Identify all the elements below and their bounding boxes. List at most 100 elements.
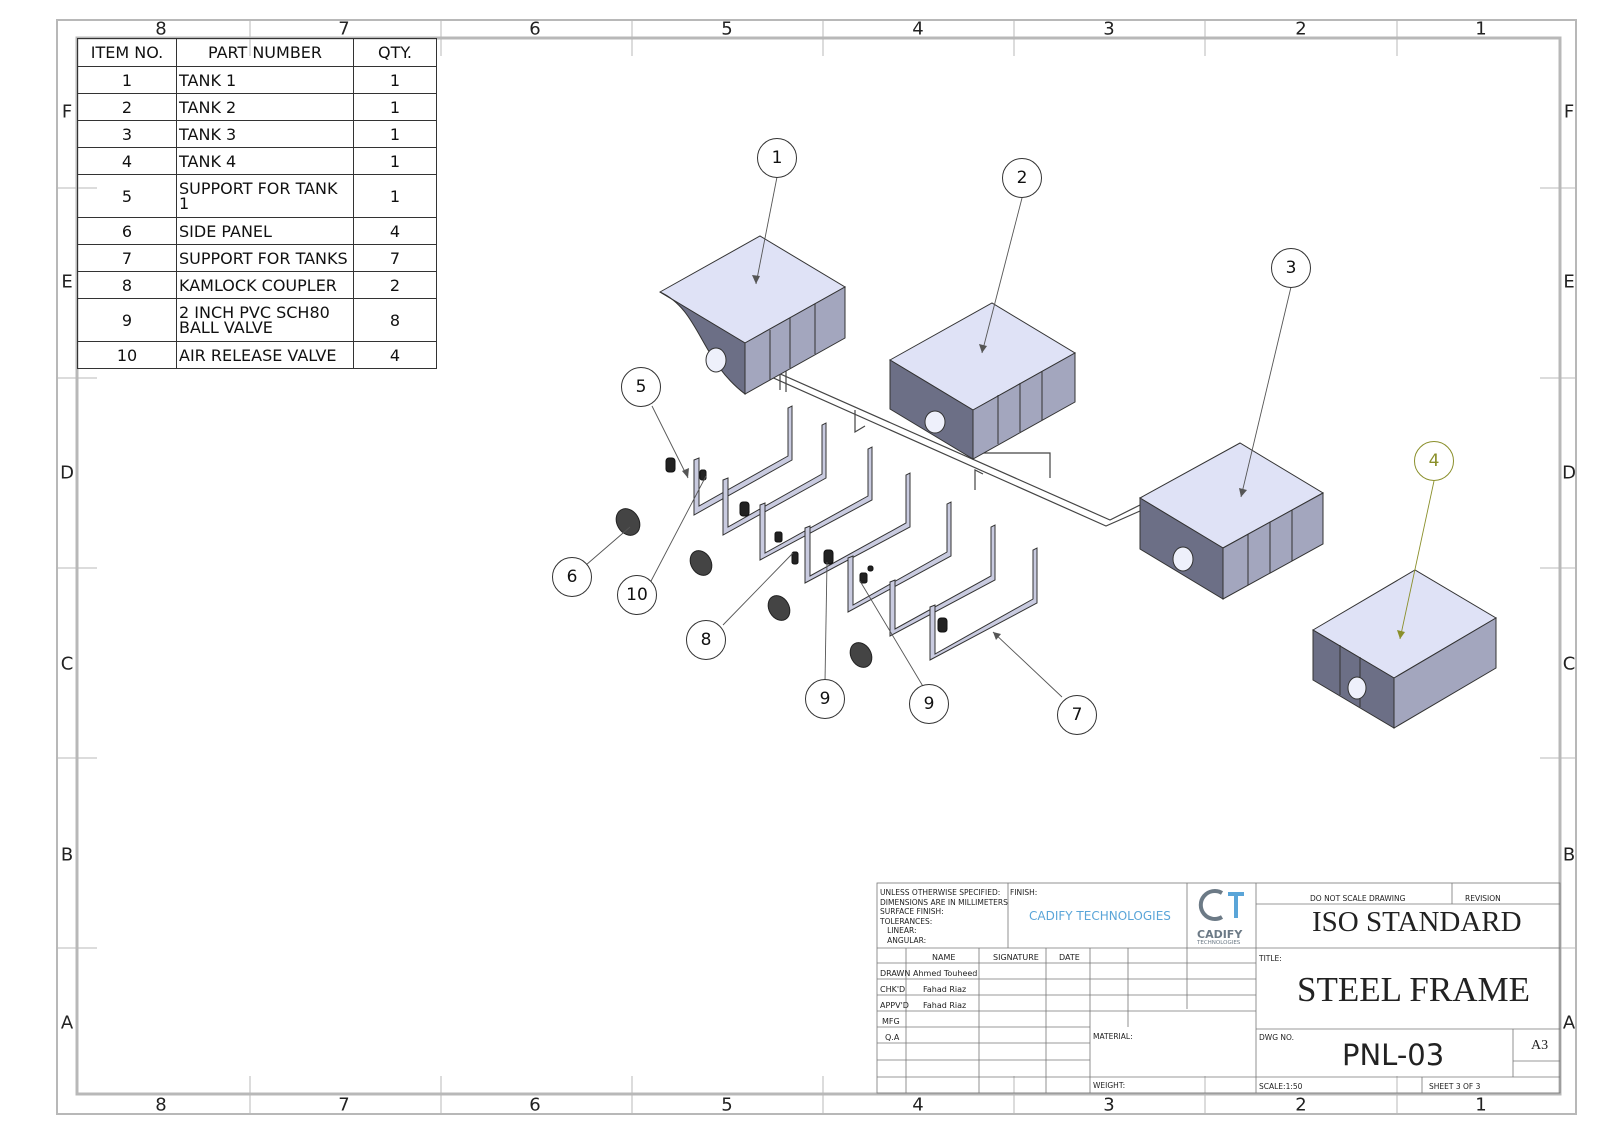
bom-item: 10 <box>77 341 177 369</box>
side-panels <box>615 508 873 668</box>
drawn-by-name: Ahmed Touheed <box>913 969 978 978</box>
zone-col-bottom-1: 1 <box>1475 1094 1487 1116</box>
zone-row-right-F: F <box>1563 101 1575 123</box>
bom-qty: 1 <box>353 147 437 175</box>
bom-header-part-number: PART NUMBER <box>176 38 354 67</box>
zone-row-right-E: E <box>1563 271 1575 293</box>
leader-lines <box>585 176 1435 698</box>
role-qa: Q.A <box>885 1033 900 1042</box>
zone-col-bottom-4: 4 <box>912 1094 924 1116</box>
balloon-item-5: 5 <box>621 367 661 407</box>
zone-row-right-D: D <box>1562 462 1576 484</box>
role-mfg: MFG <box>882 1017 900 1026</box>
bom-qty: 1 <box>353 120 437 148</box>
bom-item: 9 <box>77 298 177 342</box>
role-approved: APPV'D <box>880 1001 909 1010</box>
col-name-header: NAME <box>932 953 956 962</box>
tank-2 <box>889 302 1076 460</box>
tank-4 <box>1312 569 1497 729</box>
zone-col-top-2: 2 <box>1295 18 1307 40</box>
zone-col-top-6: 6 <box>529 18 541 40</box>
zone-row-left-D: D <box>60 462 74 484</box>
zone-col-bottom-7: 7 <box>338 1094 350 1116</box>
zone-row-right-C: C <box>1562 653 1576 675</box>
zone-col-bottom-5: 5 <box>721 1094 733 1116</box>
inner-border <box>75 36 1562 1096</box>
zone-col-top-3: 3 <box>1103 18 1115 40</box>
balloon-item-9: 9 <box>805 679 845 719</box>
bom-part: TANK 2 <box>176 93 354 121</box>
sheet-size: A3 <box>1531 1038 1549 1053</box>
balloon-item-7: 7 <box>1057 695 1097 735</box>
role-checked: CHK'D <box>880 985 906 994</box>
zone-col-top-4: 4 <box>912 18 924 40</box>
bom-part: SUPPORT FOR TANK 1 <box>176 174 354 218</box>
bom-header-qty: QTY. <box>353 38 437 67</box>
bom-part: SUPPORT FOR TANKS <box>176 244 354 272</box>
bom-item: 1 <box>77 66 177 94</box>
balloon-item-1: 1 <box>757 138 797 178</box>
col-signature-header: SIGNATURE <box>993 953 1039 962</box>
company-logo-mark <box>1198 889 1244 921</box>
scale-text: SCALE:1:50 <box>1259 1082 1303 1091</box>
bom-item: 8 <box>77 271 177 299</box>
bom-item: 2 <box>77 93 177 121</box>
outer-border <box>56 19 1577 1115</box>
bom-part: SIDE PANEL <box>176 217 354 245</box>
role-drawn: DRAWN <box>880 969 911 978</box>
do-not-scale-note: DO NOT SCALE DRAWING <box>1310 894 1406 903</box>
bom-qty: 4 <box>353 341 437 369</box>
zone-col-top-8: 8 <box>155 18 167 40</box>
bom-qty: 7 <box>353 244 437 272</box>
company-name: CADIFY TECHNOLOGIES <box>1029 909 1171 923</box>
bom-item: 6 <box>77 217 177 245</box>
tank-supports <box>693 405 1038 661</box>
bom-header-row: ITEM NO. PART NUMBER QTY. <box>77 38 437 67</box>
balloon-item-4: 4 <box>1414 441 1454 481</box>
bom-qty: 1 <box>353 66 437 94</box>
general-notes: UNLESS OTHERWISE SPECIFIED: DIMENSIONS A… <box>880 888 1008 945</box>
zone-col-top-7: 7 <box>338 18 350 40</box>
logo-subtext: TECHNOLOGIES <box>1197 940 1241 946</box>
bom-part: TANK 4 <box>176 147 354 175</box>
zone-col-bottom-2: 2 <box>1295 1094 1307 1116</box>
balloon-item-8: 8 <box>686 620 726 660</box>
bom-part: AIR RELEASE VALVE <box>176 341 354 369</box>
zone-col-bottom-8: 8 <box>155 1094 167 1116</box>
exploded-assembly <box>585 176 1497 729</box>
balloon-item-3: 3 <box>1271 248 1311 288</box>
logo-text: CADIFY <box>1197 928 1243 941</box>
zone-row-right-A: A <box>1562 1012 1576 1034</box>
col-date-header: DATE <box>1059 953 1080 962</box>
balloon-item-9: 9 <box>909 684 949 724</box>
zone-row-left-B: B <box>60 844 74 866</box>
valves-and-couplers <box>665 457 948 633</box>
bom-qty: 4 <box>353 217 437 245</box>
zone-row-left-F: F <box>61 101 73 123</box>
bom-item: 4 <box>77 147 177 175</box>
bom-item: 3 <box>77 120 177 148</box>
revision-label: REVISION <box>1465 894 1501 903</box>
tank-1 <box>659 235 846 396</box>
drawing-title: STEEL FRAME <box>1297 970 1531 1009</box>
standard-text: ISO STANDARD <box>1312 906 1522 938</box>
weight-label: WEIGHT: <box>1093 1081 1126 1090</box>
zone-row-left-E: E <box>61 271 73 293</box>
bom-qty: 1 <box>353 93 437 121</box>
title-block-lines <box>876 882 1561 1094</box>
zone-col-bottom-3: 3 <box>1103 1094 1115 1116</box>
bom-qty: 8 <box>353 298 437 342</box>
title-label: TITLE: <box>1259 954 1282 963</box>
dwg-no-label: DWG NO. <box>1259 1033 1294 1042</box>
bom-qty: 1 <box>353 174 437 218</box>
